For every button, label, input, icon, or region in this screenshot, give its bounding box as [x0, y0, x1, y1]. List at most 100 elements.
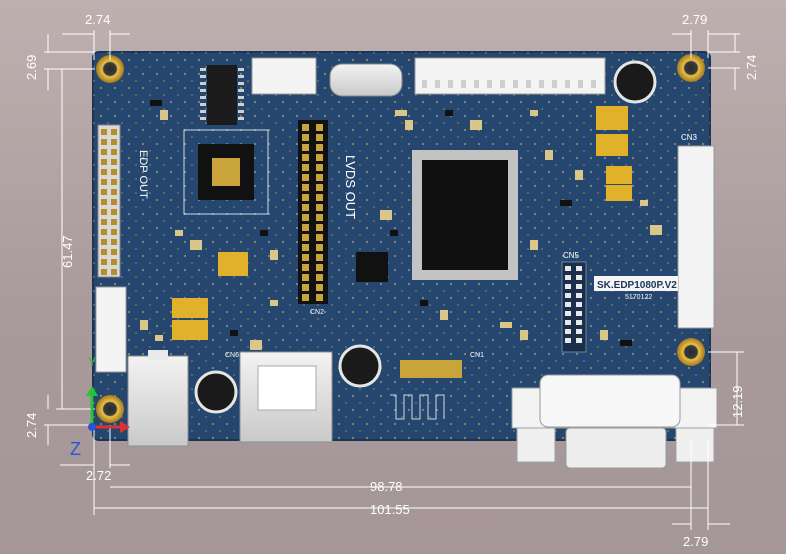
ic-pin: [238, 96, 244, 99]
lvds-pin: [302, 174, 309, 181]
ic-pin: [200, 75, 206, 78]
top-connector-pin: [487, 80, 492, 88]
lvds-pin: [302, 184, 309, 191]
edp-pin: [101, 199, 107, 205]
lvds-pin: [302, 284, 309, 291]
lvds-pin: [302, 254, 309, 261]
ic-pin: [200, 103, 206, 106]
smd-part: [395, 110, 407, 116]
top-connector-pin: [422, 80, 427, 88]
ic-top-left: [207, 65, 237, 125]
lvds-pin: [316, 294, 323, 301]
capacitor-bottom-left: [194, 370, 238, 414]
cn5-pin: [576, 284, 582, 289]
cn3-connector: CN3: [677, 133, 715, 329]
top-connector-pin: [526, 80, 531, 88]
smd-part: [440, 310, 448, 320]
dim-top-right-h: 2.79: [682, 12, 707, 27]
dimension-labels: 2.74 2.79 2.69 2.74 61.47 2.74 12.19 2.7…: [24, 12, 759, 549]
smd-part: [260, 230, 268, 236]
axis-triad: Z Y: [70, 355, 130, 459]
ic-pin: [200, 89, 206, 92]
edp-pin: [111, 139, 117, 145]
lvds-pin: [316, 184, 323, 191]
cn5-label: CN5: [563, 251, 580, 260]
bottom-fine-connector: [400, 360, 462, 378]
axis-z-label: Z: [70, 439, 81, 459]
lvds-pin: [316, 214, 323, 221]
dim-height: 61.47: [60, 235, 75, 268]
ic-pin: [200, 82, 206, 85]
edp-pin: [101, 239, 107, 245]
ic-pin: [238, 117, 244, 120]
cn5-pin: [576, 293, 582, 298]
smd-part: [650, 225, 662, 235]
edp-pin: [111, 219, 117, 225]
cn5-pin: [576, 311, 582, 316]
lvds-pin: [316, 174, 323, 181]
top-connector-pin: [513, 80, 518, 88]
edp-pin: [111, 209, 117, 215]
smd-part: [140, 320, 148, 330]
smd-part: [640, 200, 648, 206]
smd-part: [150, 100, 162, 106]
board-model-text: SK.EDP1080P.V2: [597, 280, 677, 291]
smd-components: [140, 100, 662, 350]
lvds-pin: [316, 154, 323, 161]
ic-pin: [200, 110, 206, 113]
edp-pin: [101, 189, 107, 195]
lvds-pin: [316, 164, 323, 171]
mounting-holes: [96, 54, 705, 423]
top-connector-pin: [565, 80, 570, 88]
smd-part: [500, 322, 512, 328]
top-connector-pin: [539, 80, 544, 88]
smd-part: [160, 110, 168, 120]
lvds-pin: [302, 264, 309, 271]
edp-pin: [111, 269, 117, 275]
smd-part: [270, 250, 278, 260]
dim-width-inner: 98.78: [370, 479, 403, 494]
edp-pin: [111, 259, 117, 265]
cn6-label: CN6: [225, 352, 239, 359]
lvds-pin: [302, 194, 309, 201]
smd-part: [530, 240, 538, 250]
vga-connector: [511, 374, 718, 469]
lvds-pin: [316, 224, 323, 231]
smd-part: [575, 170, 583, 180]
ic-pin: [238, 82, 244, 85]
edp-pin: [101, 149, 107, 155]
cn5-pin: [576, 329, 582, 334]
usb-connector: [239, 351, 333, 443]
edp-pin: [111, 149, 117, 155]
ic-pin: [238, 68, 244, 71]
edp-out-label: EDP OUT: [137, 150, 149, 199]
edp-pin: [101, 129, 107, 135]
mount-hole-tr: [677, 54, 705, 82]
cn2-label: CN2: [310, 309, 324, 316]
lvds-pin: [316, 274, 323, 281]
mount-hole-tl: [96, 55, 124, 83]
lvds-pin: [302, 144, 309, 151]
smd-part: [155, 335, 163, 341]
axis-y-label: Y: [88, 355, 96, 369]
edp-pin: [111, 229, 117, 235]
smd-part: [190, 240, 202, 250]
lvds-pin: [302, 224, 309, 231]
top-connector-pin: [578, 80, 583, 88]
edp-pin: [111, 189, 117, 195]
lvds-out-connector: LVDS OUT: [298, 120, 358, 304]
board-label: SK.EDP1080P.V2 5170122: [594, 276, 678, 301]
smd-part: [530, 110, 538, 116]
lvds-pin: [316, 264, 323, 271]
lvds-pin: [316, 204, 323, 211]
crystal-oscillator: [329, 63, 403, 97]
lvds-pin: [302, 274, 309, 281]
top-connector-pin: [500, 80, 505, 88]
lvds-pin: [316, 144, 323, 151]
edp-pin: [101, 269, 107, 275]
edp-pin: [111, 239, 117, 245]
top-connector-pin: [461, 80, 466, 88]
dim-top-left-v: 2.69: [24, 55, 39, 80]
cn5-pin: [565, 302, 571, 307]
dim-width-outer: 101.55: [370, 502, 410, 517]
